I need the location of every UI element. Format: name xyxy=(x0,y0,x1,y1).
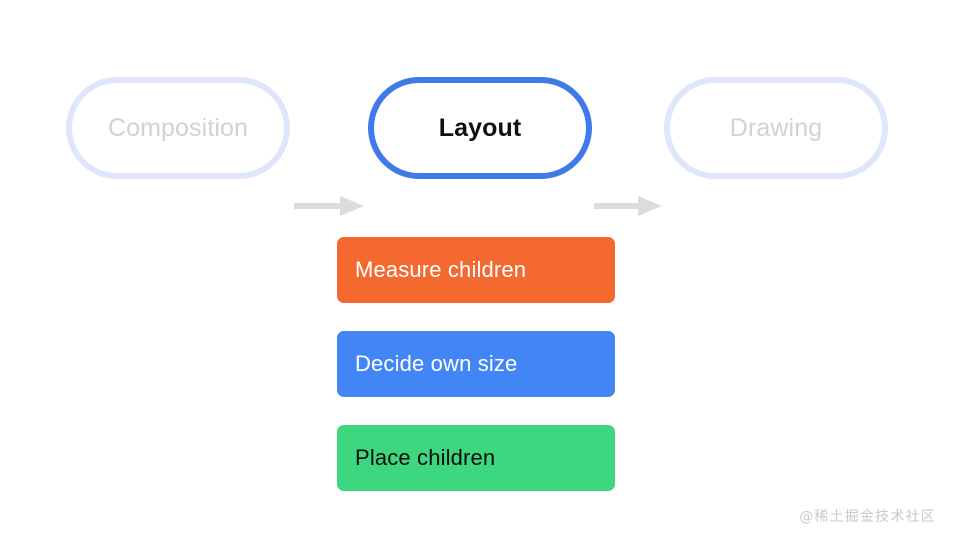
phase-pipeline: Composition Layout Drawing xyxy=(0,77,960,216)
phase-pill-drawing-label: Drawing xyxy=(729,113,823,142)
arrow-shaft xyxy=(594,203,640,209)
arrow-layout-to-drawing-icon xyxy=(594,196,666,216)
arrow-head xyxy=(340,196,364,216)
arrow-shaft xyxy=(294,203,342,209)
phase-pill-layout[interactable]: Layout xyxy=(368,77,592,179)
arrow-composition-to-layout-icon xyxy=(294,196,368,216)
layout-step-place-children[interactable]: Place children xyxy=(337,425,615,491)
phase-pill-composition-label: Composition xyxy=(107,113,249,142)
layout-step-decide-own-size-label: Decide own size xyxy=(355,351,518,376)
layout-step-measure-children[interactable]: Measure children xyxy=(337,237,615,303)
arrow-head xyxy=(638,196,662,216)
layout-step-measure-children-label: Measure children xyxy=(355,257,527,282)
phase-pill-layout-label: Layout xyxy=(438,113,522,142)
phase-pill-drawing[interactable]: Drawing xyxy=(664,77,888,179)
layout-step-place-children-label: Place children xyxy=(355,445,496,470)
phase-pill-composition[interactable]: Composition xyxy=(66,77,290,179)
layout-steps-list: Measure children Decide own size Place c… xyxy=(337,237,615,491)
layout-step-decide-own-size[interactable]: Decide own size xyxy=(337,331,615,397)
watermark: @稀土掘金技术社区 xyxy=(799,509,936,525)
